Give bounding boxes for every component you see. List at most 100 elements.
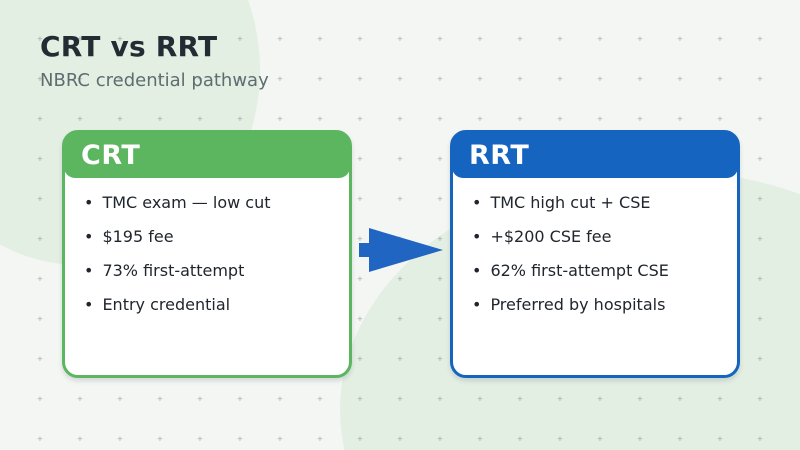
grid-plus-mark: + bbox=[117, 434, 123, 445]
grid-plus-mark: + bbox=[237, 434, 243, 445]
grid-plus-mark: + bbox=[357, 114, 363, 125]
grid-plus-mark: + bbox=[717, 74, 723, 85]
rrt-card-title: RRT bbox=[469, 139, 530, 171]
grid-plus-mark: + bbox=[37, 114, 43, 125]
grid-plus-mark: + bbox=[317, 434, 323, 445]
grid-plus-mark: + bbox=[77, 34, 83, 45]
grid-plus-mark: + bbox=[477, 114, 483, 125]
grid-plus-mark: + bbox=[157, 74, 163, 85]
grid-plus-mark: + bbox=[77, 74, 83, 85]
grid-plus-mark: + bbox=[557, 434, 563, 445]
grid-plus-mark: + bbox=[597, 34, 603, 45]
grid-plus-mark: + bbox=[197, 74, 203, 85]
grid-plus-mark: + bbox=[557, 394, 563, 405]
grid-plus-mark: + bbox=[517, 114, 523, 125]
grid-plus-mark: + bbox=[677, 34, 683, 45]
crt-card-list: TMC exam — low cut $195 fee 73% first-at… bbox=[65, 177, 349, 321]
list-item: 62% first-attempt CSE bbox=[472, 253, 723, 287]
grid-plus-mark: + bbox=[237, 114, 243, 125]
list-item: $195 fee bbox=[84, 219, 335, 253]
grid-plus-mark: + bbox=[677, 74, 683, 85]
list-item: TMC high cut + CSE bbox=[472, 185, 723, 219]
grid-plus-mark: + bbox=[757, 274, 763, 285]
grid-plus-mark: + bbox=[397, 354, 403, 365]
grid-plus-mark: + bbox=[477, 394, 483, 405]
page-subtitle: NBRC credential pathway bbox=[40, 70, 269, 91]
crt-card: CRT TMC exam — low cut $195 fee 73% firs… bbox=[62, 130, 352, 378]
grid-plus-mark: + bbox=[117, 114, 123, 125]
crt-card-header: CRT bbox=[64, 132, 350, 178]
grid-plus-mark: + bbox=[397, 194, 403, 205]
grid-plus-mark: + bbox=[357, 154, 363, 165]
grid-plus-mark: + bbox=[357, 434, 363, 445]
grid-plus-mark: + bbox=[77, 394, 83, 405]
grid-plus-mark: + bbox=[597, 394, 603, 405]
grid-plus-mark: + bbox=[437, 274, 443, 285]
grid-plus-mark: + bbox=[757, 314, 763, 325]
grid-plus-mark: + bbox=[277, 34, 283, 45]
grid-plus-mark: + bbox=[37, 394, 43, 405]
rrt-card-list: TMC high cut + CSE +$200 CSE fee 62% fir… bbox=[453, 177, 737, 321]
grid-plus-mark: + bbox=[757, 354, 763, 365]
grid-plus-mark: + bbox=[597, 74, 603, 85]
grid-plus-mark: + bbox=[677, 114, 683, 125]
grid-plus-mark: + bbox=[557, 114, 563, 125]
grid-plus-mark: + bbox=[277, 434, 283, 445]
grid-plus-mark: + bbox=[637, 394, 643, 405]
grid-plus-mark: + bbox=[437, 354, 443, 365]
grid-plus-mark: + bbox=[317, 34, 323, 45]
grid-plus-mark: + bbox=[757, 194, 763, 205]
grid-plus-mark: + bbox=[317, 394, 323, 405]
grid-plus-mark: + bbox=[477, 34, 483, 45]
grid-plus-mark: + bbox=[477, 74, 483, 85]
grid-plus-mark: + bbox=[197, 114, 203, 125]
grid-plus-mark: + bbox=[757, 114, 763, 125]
grid-plus-mark: + bbox=[757, 34, 763, 45]
grid-plus-mark: + bbox=[237, 394, 243, 405]
grid-plus-mark: + bbox=[597, 114, 603, 125]
grid-plus-mark: + bbox=[357, 74, 363, 85]
grid-plus-mark: + bbox=[77, 114, 83, 125]
list-item: 73% first-attempt bbox=[84, 253, 335, 287]
grid-plus-mark: + bbox=[717, 434, 723, 445]
list-item: Preferred by hospitals bbox=[472, 287, 723, 321]
grid-plus-mark: + bbox=[717, 34, 723, 45]
grid-plus-mark: + bbox=[637, 74, 643, 85]
grid-plus-mark: + bbox=[357, 34, 363, 45]
grid-plus-mark: + bbox=[357, 274, 363, 285]
grid-plus-mark: + bbox=[397, 314, 403, 325]
grid-plus-mark: + bbox=[317, 74, 323, 85]
list-item: +$200 CSE fee bbox=[472, 219, 723, 253]
grid-plus-mark: + bbox=[557, 34, 563, 45]
rrt-card: RRT TMC high cut + CSE +$200 CSE fee 62%… bbox=[450, 130, 740, 378]
grid-plus-mark: + bbox=[357, 314, 363, 325]
grid-plus-mark: + bbox=[117, 74, 123, 85]
page-title: CRT vs RRT bbox=[40, 30, 218, 63]
grid-plus-mark: + bbox=[517, 34, 523, 45]
grid-plus-mark: + bbox=[397, 434, 403, 445]
grid-plus-mark: + bbox=[757, 154, 763, 165]
grid-plus-mark: + bbox=[37, 434, 43, 445]
grid-plus-mark: + bbox=[397, 154, 403, 165]
grid-plus-mark: + bbox=[157, 34, 163, 45]
grid-plus-mark: + bbox=[357, 234, 363, 245]
grid-plus-mark: + bbox=[237, 74, 243, 85]
grid-plus-mark: + bbox=[397, 114, 403, 125]
grid-plus-mark: + bbox=[77, 434, 83, 445]
grid-plus-mark: + bbox=[37, 354, 43, 365]
grid-plus-mark: + bbox=[37, 194, 43, 205]
grid-plus-mark: + bbox=[517, 394, 523, 405]
rrt-card-header: RRT bbox=[452, 132, 738, 178]
grid-plus-mark: + bbox=[637, 434, 643, 445]
arrow-shape bbox=[359, 228, 443, 272]
grid-plus-mark: + bbox=[397, 74, 403, 85]
grid-plus-mark: + bbox=[437, 194, 443, 205]
grid-plus-mark: + bbox=[597, 434, 603, 445]
grid-plus-mark: + bbox=[437, 114, 443, 125]
grid-plus-mark: + bbox=[437, 34, 443, 45]
grid-plus-mark: + bbox=[757, 394, 763, 405]
arrow-right-icon bbox=[359, 228, 443, 272]
grid-plus-mark: + bbox=[437, 154, 443, 165]
grid-plus-mark: + bbox=[237, 34, 243, 45]
grid-plus-mark: + bbox=[397, 274, 403, 285]
